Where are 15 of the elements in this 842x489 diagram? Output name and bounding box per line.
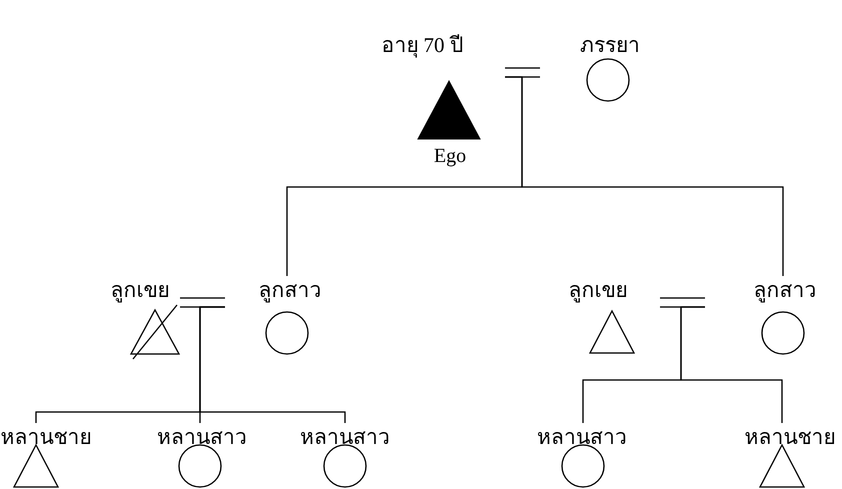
kin-label: ลูกเขย [568,277,628,303]
ego-label: Ego [434,144,466,168]
kin-label: หลานสาว [157,424,247,450]
kin-label: หลานสาว [537,424,627,450]
kin-label: หลานสาว [300,424,390,450]
descent-line [505,76,784,276]
descent-line [680,306,783,423]
kin-label: ลูกเขย [110,277,170,303]
kin-label: อายุ 70 ปี [381,32,463,58]
kin-label: ภรรยา [580,32,640,58]
kin-label: ลูกสาว [754,277,816,303]
kin-label: หลานชาย [744,424,836,450]
descent-line [199,306,346,423]
kin-label: ลูกสาว [258,277,322,303]
kin-label: หลานชาย [0,424,92,450]
